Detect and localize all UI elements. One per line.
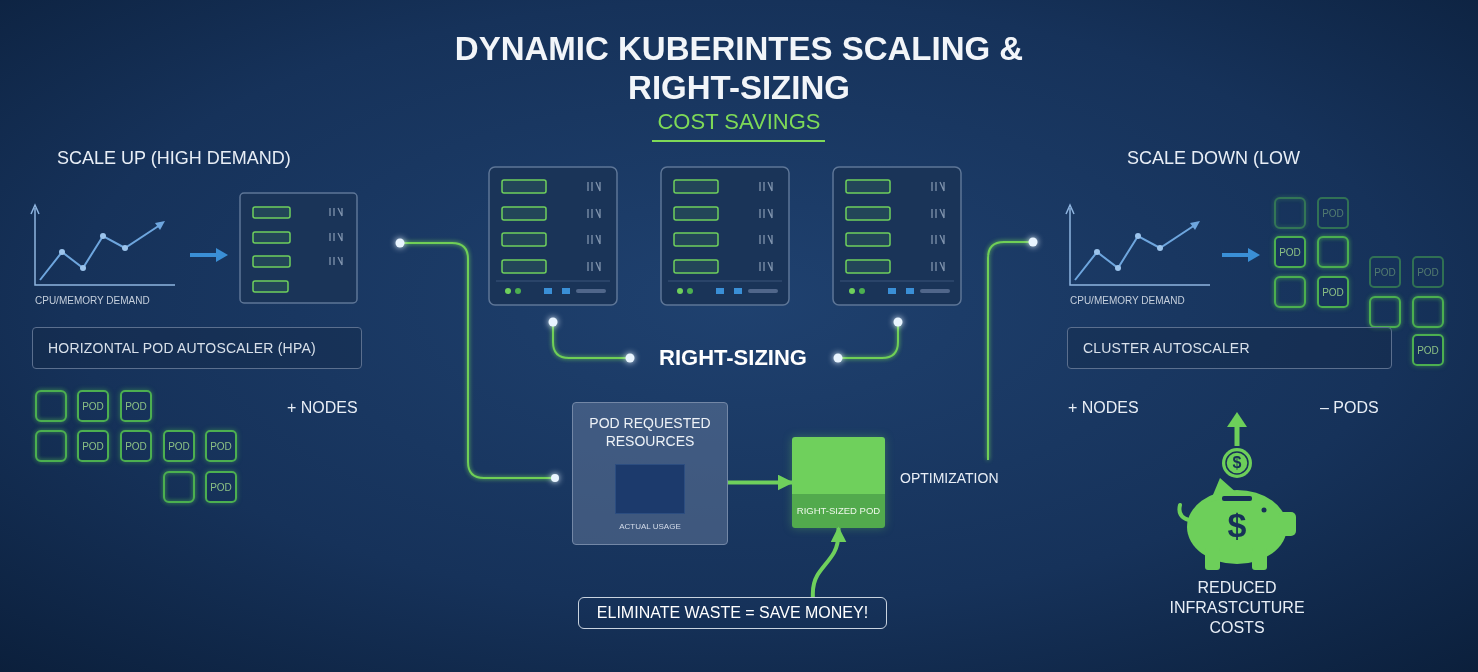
savings-label: REDUCED INFRASTCUTURE COSTS (1152, 578, 1322, 638)
node-label: POD (210, 441, 232, 452)
flow-arrow (813, 528, 839, 597)
node-label: POD (210, 482, 232, 493)
pod-box: POD (1274, 236, 1306, 268)
callout-box: ELIMINATE WASTE = SAVE MONEY! (578, 597, 887, 629)
section-heading: SCALE UP (HIGH DEMAND) (57, 147, 377, 170)
subtitle-underline (652, 140, 825, 142)
pod-box: POD (205, 471, 237, 503)
node-label: POD (1322, 287, 1344, 298)
section-heading: SCALE DOWN (LOW (1127, 147, 1447, 170)
node-label: POD (1374, 267, 1396, 278)
coin (1222, 448, 1252, 478)
server-rack (833, 167, 961, 305)
piggy-bank (1179, 478, 1296, 570)
node-label: POD (125, 441, 147, 452)
subtitle: COST SAVINGS (600, 108, 878, 136)
node-label: RIGHT-SIZED POD (797, 505, 880, 516)
resource-box: POD REQUESTED RESOURCES ACTUAL USAGE (572, 402, 728, 545)
node-sublabel: ACTUAL USAGE (619, 522, 681, 531)
pod-box: POD (1317, 276, 1349, 308)
pod-box: POD (77, 390, 109, 422)
axis-label: CPU/MEMORY DEMAND (1070, 294, 1240, 307)
flow-label: OPTIMIZATION (900, 469, 1020, 487)
node-label: POD (168, 441, 190, 452)
node-label: POD (1279, 247, 1301, 258)
empty-pod-slot (36, 198, 1443, 502)
server-rack (661, 167, 789, 305)
right-sized-pod: RIGHT-SIZED POD (792, 437, 885, 528)
node-label: POD (1322, 208, 1344, 219)
section-heading: RIGHT-SIZING (636, 344, 830, 372)
component-box: CLUSTER AUTOSCALER (1067, 327, 1392, 369)
node-label: POD (82, 401, 104, 412)
currency-symbol: $ (1225, 453, 1249, 473)
node-label: POD (82, 441, 104, 452)
flow-arrow (190, 248, 228, 262)
node-label: HORIZONTAL POD AUTOSCALER (HPA) (48, 340, 316, 356)
server-rack (240, 193, 357, 303)
component-box: HORIZONTAL POD AUTOSCALER (HPA) (32, 327, 362, 369)
pod-box: POD (120, 430, 152, 462)
pod-box: POD (1412, 256, 1444, 288)
demand-chart (1066, 205, 1210, 285)
flow-arrow (1222, 248, 1260, 262)
pod-box: POD (1412, 334, 1444, 366)
node-label: CLUSTER AUTOSCALER (1083, 340, 1250, 356)
pod-box: POD (1369, 256, 1401, 288)
flow-arrow (728, 481, 792, 485)
usage-bar (615, 464, 685, 514)
pod-box: POD (120, 390, 152, 422)
node-label: POD (125, 401, 147, 412)
currency-symbol: $ (1213, 505, 1261, 545)
node-label: POD (1417, 267, 1439, 278)
pod-box: POD (205, 430, 237, 462)
savings-arrow (1227, 412, 1247, 446)
diagram-title: DYNAMIC KUBERINTES SCALING & RIGHT-SIZIN… (434, 29, 1044, 107)
node-label: ELIMINATE WASTE = SAVE MONEY! (597, 604, 868, 622)
node-label: POD (1417, 345, 1439, 356)
server-rack (489, 167, 617, 305)
demand-chart (31, 205, 175, 285)
axis-label: CPU/MEMORY DEMAND (35, 294, 205, 307)
scaling-note: + NODES (1068, 398, 1168, 418)
scaling-note: – PODS (1320, 398, 1420, 418)
pod-box: POD (163, 430, 195, 462)
scaling-note: + NODES (287, 398, 387, 418)
pod-box: POD (1317, 197, 1349, 229)
node-label: POD REQUESTED RESOURCES (579, 414, 721, 450)
pod-box: POD (77, 430, 109, 462)
